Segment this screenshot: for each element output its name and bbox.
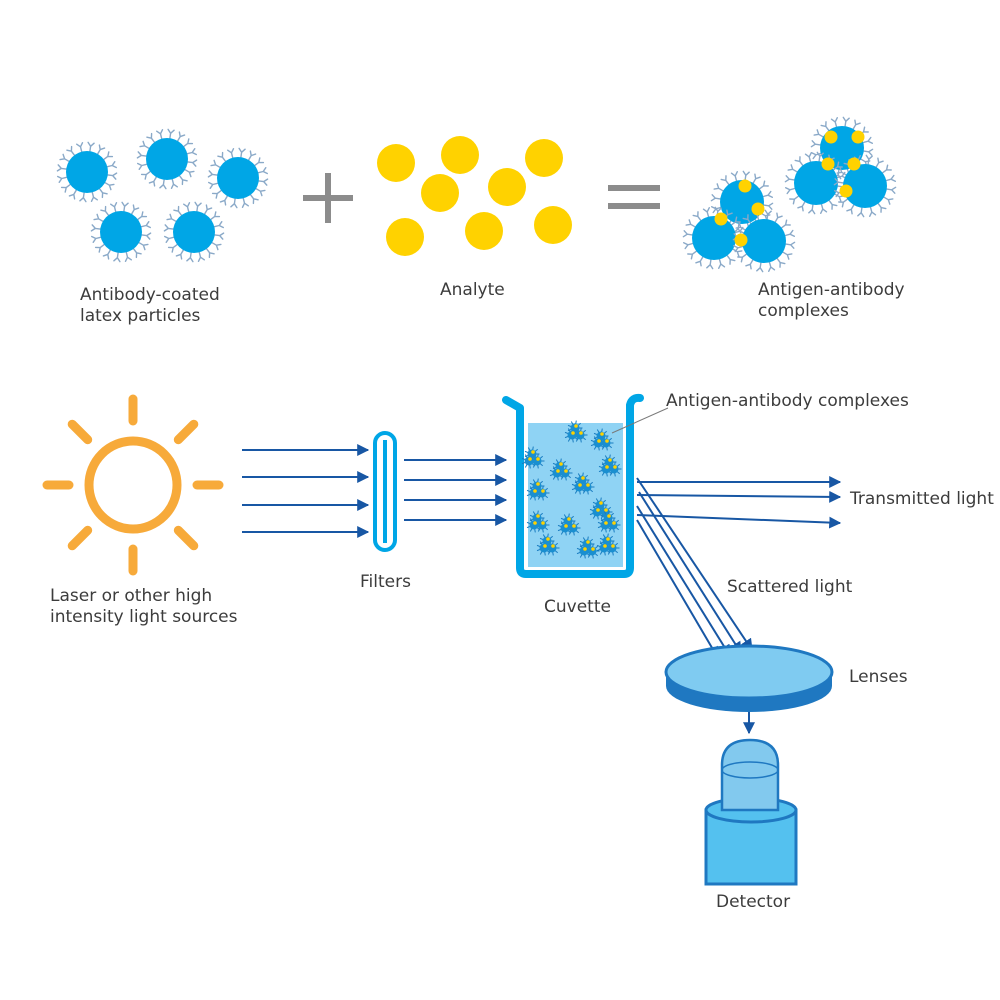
lens-icon [664,644,834,712]
antibody-particles-label-line2: latex particles [80,306,201,326]
scattered-light-arrow [636,519,719,660]
cuvette-contents-label: Antigen-antibody complexes [666,391,909,411]
cuvette-label: Cuvette [544,597,611,617]
analyte-particle [534,206,572,244]
antibody-coated-particles [56,128,269,263]
sun-ray [173,419,199,445]
bound-analyte [851,130,865,144]
cuvette-complex [549,458,573,481]
cuvette-complex [596,533,620,556]
coated-particle [136,128,198,190]
sun-ray [67,419,93,445]
bound-analyte [734,233,748,247]
scattered-light-label: Scattered light [727,577,853,597]
bound-analyte [738,179,752,193]
cuvette-complex [589,497,613,520]
cuvette-complex [521,446,545,469]
lenses-label: Lenses [849,667,908,687]
cuvette-complex [598,454,622,477]
analyte-particle [525,139,563,177]
analyte-particle [386,218,424,256]
analyte-particle [488,168,526,206]
sun-ray [67,525,93,551]
detector-label: Detector [716,892,791,912]
light-source-label-line1: Laser or other high [50,586,213,606]
filter-icon [373,431,397,552]
bound-analyte [839,184,853,198]
bound-analyte [751,202,765,216]
light-beams [242,444,842,735]
sun-ray [173,525,199,551]
bound-analyte [714,212,728,226]
complex-cluster [682,170,796,273]
analyte-particle [421,174,459,212]
scattered-light-arrow [636,505,731,658]
bound-analyte [821,157,835,171]
bound-analyte [847,157,861,171]
analyte-particle [377,144,415,182]
cuvette-complex [571,472,595,495]
transmitted-light-label: Transmitted light [850,489,994,509]
antigen-antibody-complexes [682,116,897,273]
complexes-label-line1: Antigen-antibody [758,280,905,300]
cuvette-complex [526,478,550,501]
cuvette-complex [564,420,588,443]
cuvette-complex [526,510,550,533]
bound-analyte [824,130,838,144]
antibody-particles-label-line1: Antibody-coated [80,285,220,305]
transmitted-light-arrow [636,490,842,503]
cuvette-complex [536,533,560,556]
cuvette-complex [557,513,581,536]
scattered-light-arrow [638,491,742,655]
complexes-label-line2: complexes [758,301,849,321]
cuvette-complex [590,428,614,451]
analyte-particle [465,212,503,250]
sun-disc [84,436,182,534]
complex-particle [784,151,848,215]
light-source-label-line2: intensity light sources [50,607,238,627]
cuvette-complexes [521,420,622,559]
coated-particle [56,141,118,203]
complex-cluster [784,116,897,218]
transmitted-light-arrow [636,514,842,529]
analyte-particles [377,136,572,256]
cuvette-icon [502,393,644,578]
detector-icon [704,738,798,886]
complex-particle [682,206,746,270]
filters-label: Filters [360,572,411,592]
coated-particle [163,201,225,263]
plus-sign [303,173,353,223]
equals-sign [608,185,660,209]
coated-particle [207,147,269,209]
complex-particle [833,154,897,218]
analyte-label: Analyte [440,280,505,300]
scattered-light-arrow [636,477,753,651]
cuvette-leader-line [611,407,669,434]
coated-particle [90,201,152,263]
light-source-sun-icon [42,394,224,576]
cuvette-complex [597,510,621,533]
analyte-particle [441,136,479,174]
cuvette-complex [576,536,600,559]
